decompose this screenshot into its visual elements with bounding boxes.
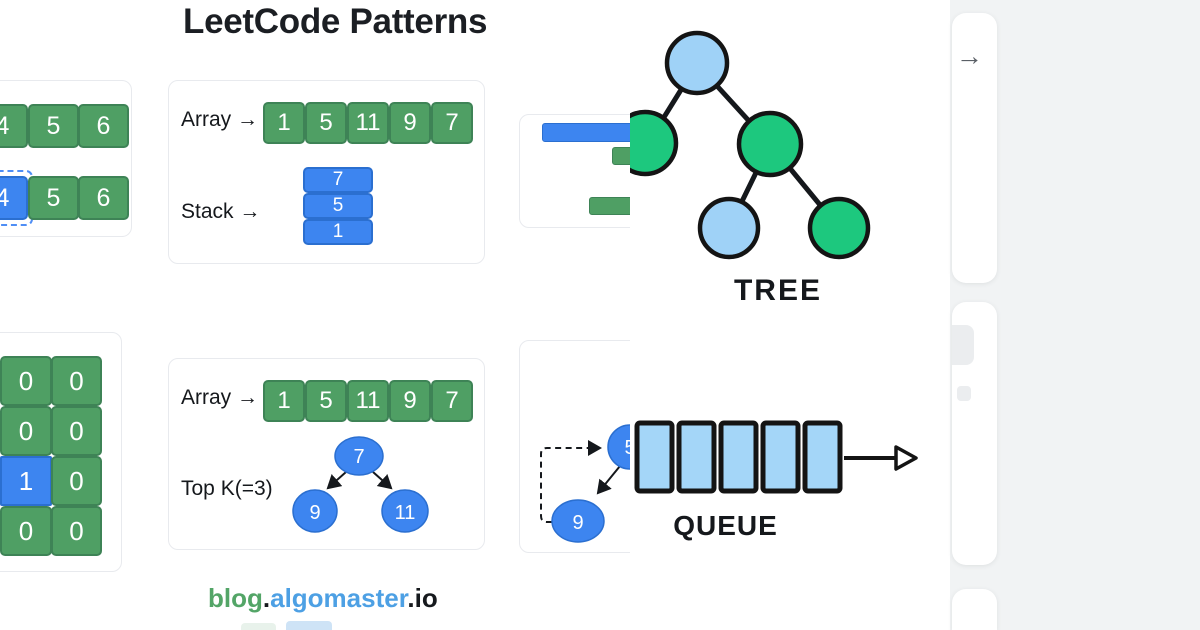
array-cell: 5 <box>305 102 347 144</box>
site-link-domain: algomaster <box>270 583 408 613</box>
side-card-middle[interactable] <box>952 302 997 565</box>
site-link[interactable]: blog.algomaster.io <box>208 583 438 614</box>
matrix-cell: 0 <box>0 356 52 406</box>
thumbnail-placeholder <box>957 386 971 401</box>
side-card-top[interactable]: → <box>952 13 997 283</box>
matrix-cell: 0 <box>51 456 102 506</box>
matrix-cell: 0 <box>51 356 102 406</box>
list-node <box>551 499 605 543</box>
array-cell: 6 <box>78 176 129 220</box>
array-cell: 5 <box>305 380 347 422</box>
array-cell: 11 <box>347 380 389 422</box>
matrix-cell: 0 <box>51 506 102 556</box>
site-link-dot: . <box>262 583 271 613</box>
queue-caption: QUEUE <box>673 510 778 541</box>
tree-node-green <box>736 110 804 178</box>
matrix-cell: 0 <box>51 406 102 456</box>
array-cell-selected: 4 <box>0 176 28 220</box>
queue-slot <box>676 420 717 494</box>
queue-arrowhead <box>894 445 918 471</box>
matrix-cell: 0 <box>0 506 52 556</box>
queue-slot <box>802 420 843 494</box>
cropped-box-peek <box>286 621 332 630</box>
panel-matrix: 0 0 0 0 1 0 0 0 <box>0 332 122 572</box>
matrix-cell: 0 <box>0 406 52 456</box>
queue-slot <box>760 420 801 494</box>
site-link-dot: . <box>407 583 415 613</box>
heap-node <box>292 489 338 533</box>
panel-sliding-window: 4 5 6 4 5 6 <box>0 80 132 237</box>
array-cell: 7 <box>431 380 473 422</box>
site-link-tld: io <box>414 583 438 613</box>
array-cell: 6 <box>78 104 129 148</box>
array-label: Array → <box>181 386 259 409</box>
list-node-value: 9 <box>572 512 583 534</box>
tree-node-green <box>630 109 679 177</box>
thumbnail-placeholder <box>952 325 974 365</box>
list-edge <box>596 465 621 495</box>
array-cell: 5 <box>28 176 79 220</box>
panel-monotonic-stack: Array → 1 5 11 9 7 Stack → 7 5 1 <box>168 80 485 264</box>
top-k-label: Top K(=3) <box>181 477 273 500</box>
cycle-back-edge <box>540 440 602 523</box>
next-arrow-icon[interactable]: → <box>956 41 983 71</box>
queue-slot <box>718 420 759 494</box>
stack-cell: 7 <box>303 167 373 193</box>
heap-node <box>381 489 429 533</box>
panel-top-k: Array → 1 5 11 9 7 Top K(=3) 7 9 11 <box>168 358 485 550</box>
tree-node-blue <box>697 196 761 260</box>
heap-node <box>334 436 384 476</box>
array-cell: 9 <box>389 380 431 422</box>
side-card-bottom[interactable] <box>952 589 997 630</box>
heap-edge-left <box>326 471 347 490</box>
array-cell: 4 <box>0 104 28 148</box>
heap-node-value: 9 <box>309 502 320 524</box>
tree-caption: TREE <box>733 274 822 307</box>
array-cell: 11 <box>347 102 389 144</box>
page-title: LeetCode Patterns <box>183 2 488 41</box>
heap-node-value: 7 <box>353 446 364 468</box>
array-cell: 1 <box>263 102 305 144</box>
array-cell: 5 <box>28 104 79 148</box>
array-label: Array → <box>181 108 259 131</box>
cropped-box-peek <box>241 623 276 630</box>
stack-label: Stack → <box>181 200 261 223</box>
heap-diagram: 7 9 11 <box>292 436 429 533</box>
sketch-overlay: TREE QUEUE <box>630 0 952 630</box>
array-cell: 9 <box>389 102 431 144</box>
queue-slot <box>634 420 675 494</box>
heap-edge-right <box>372 471 393 490</box>
tree-queue-sketch <box>630 30 918 494</box>
site-link-blog: blog <box>208 583 263 613</box>
stack-cell: 5 <box>303 193 373 219</box>
heap-node-value: 11 <box>395 502 416 524</box>
array-cell: 1 <box>263 380 305 422</box>
tree-node-green <box>807 196 871 260</box>
array-cell: 7 <box>431 102 473 144</box>
tree-node-blue <box>664 30 730 96</box>
stack-cell: 1 <box>303 219 373 245</box>
matrix-cell-island: 1 <box>0 456 52 506</box>
